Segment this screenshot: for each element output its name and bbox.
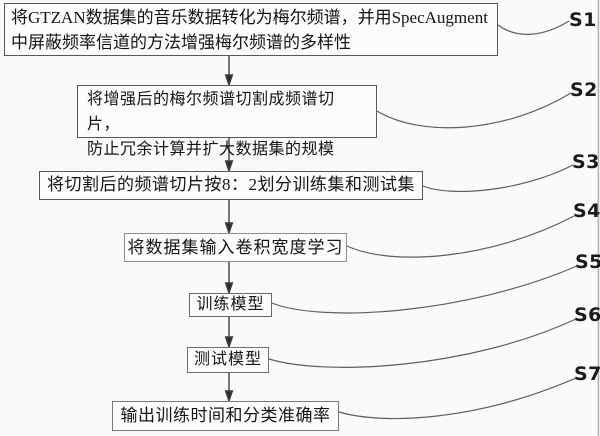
step-label-s6: S6 xyxy=(574,304,600,326)
step-box-s6: 测试模型 xyxy=(187,347,269,373)
leader-line-s5 xyxy=(271,265,578,314)
step-box-s7: 输出训练时间和分类准确率 xyxy=(112,401,339,431)
step-box-s3: 将切割后的频谱切片按8：2划分训练集和测试集 xyxy=(39,171,423,200)
step-label-s3: S3 xyxy=(572,151,600,173)
leader-line-s7 xyxy=(338,377,577,420)
step-label-s7: S7 xyxy=(574,363,600,385)
step-box-s2: 将增强后的梅尔频谱切割成频谱切片， 防止冗余计算并扩大数据集的规模 xyxy=(77,85,377,158)
leader-line-s2 xyxy=(376,92,572,129)
arrow-down-icon xyxy=(224,160,234,174)
flow-connector-s1-s2 xyxy=(224,55,234,404)
leader-line-s6 xyxy=(268,318,577,368)
arrow-down-icon xyxy=(224,74,234,88)
step-box-s5: 训练模型 xyxy=(189,293,272,317)
step-label-s2: S2 xyxy=(570,79,598,101)
step-label-s4: S4 xyxy=(573,200,600,222)
step-box-s4: 将数据集输入卷积宽度学习 xyxy=(124,233,347,262)
step-label-s5: S5 xyxy=(575,251,600,273)
arrow-down-icon xyxy=(224,390,234,404)
arrow-down-icon xyxy=(224,282,234,296)
leader-line-s3 xyxy=(422,164,574,193)
step-box-s1: 将GTZAN数据集的音乐数据转化为梅尔频谱，并用SpecAugment 中屏蔽频… xyxy=(4,3,498,56)
arrow-down-icon xyxy=(224,222,234,236)
arrow-down-icon xyxy=(224,336,234,350)
leader-line-s1 xyxy=(497,20,570,35)
step-label-s1: S1 xyxy=(569,9,597,31)
leader-line-s4 xyxy=(346,215,575,258)
